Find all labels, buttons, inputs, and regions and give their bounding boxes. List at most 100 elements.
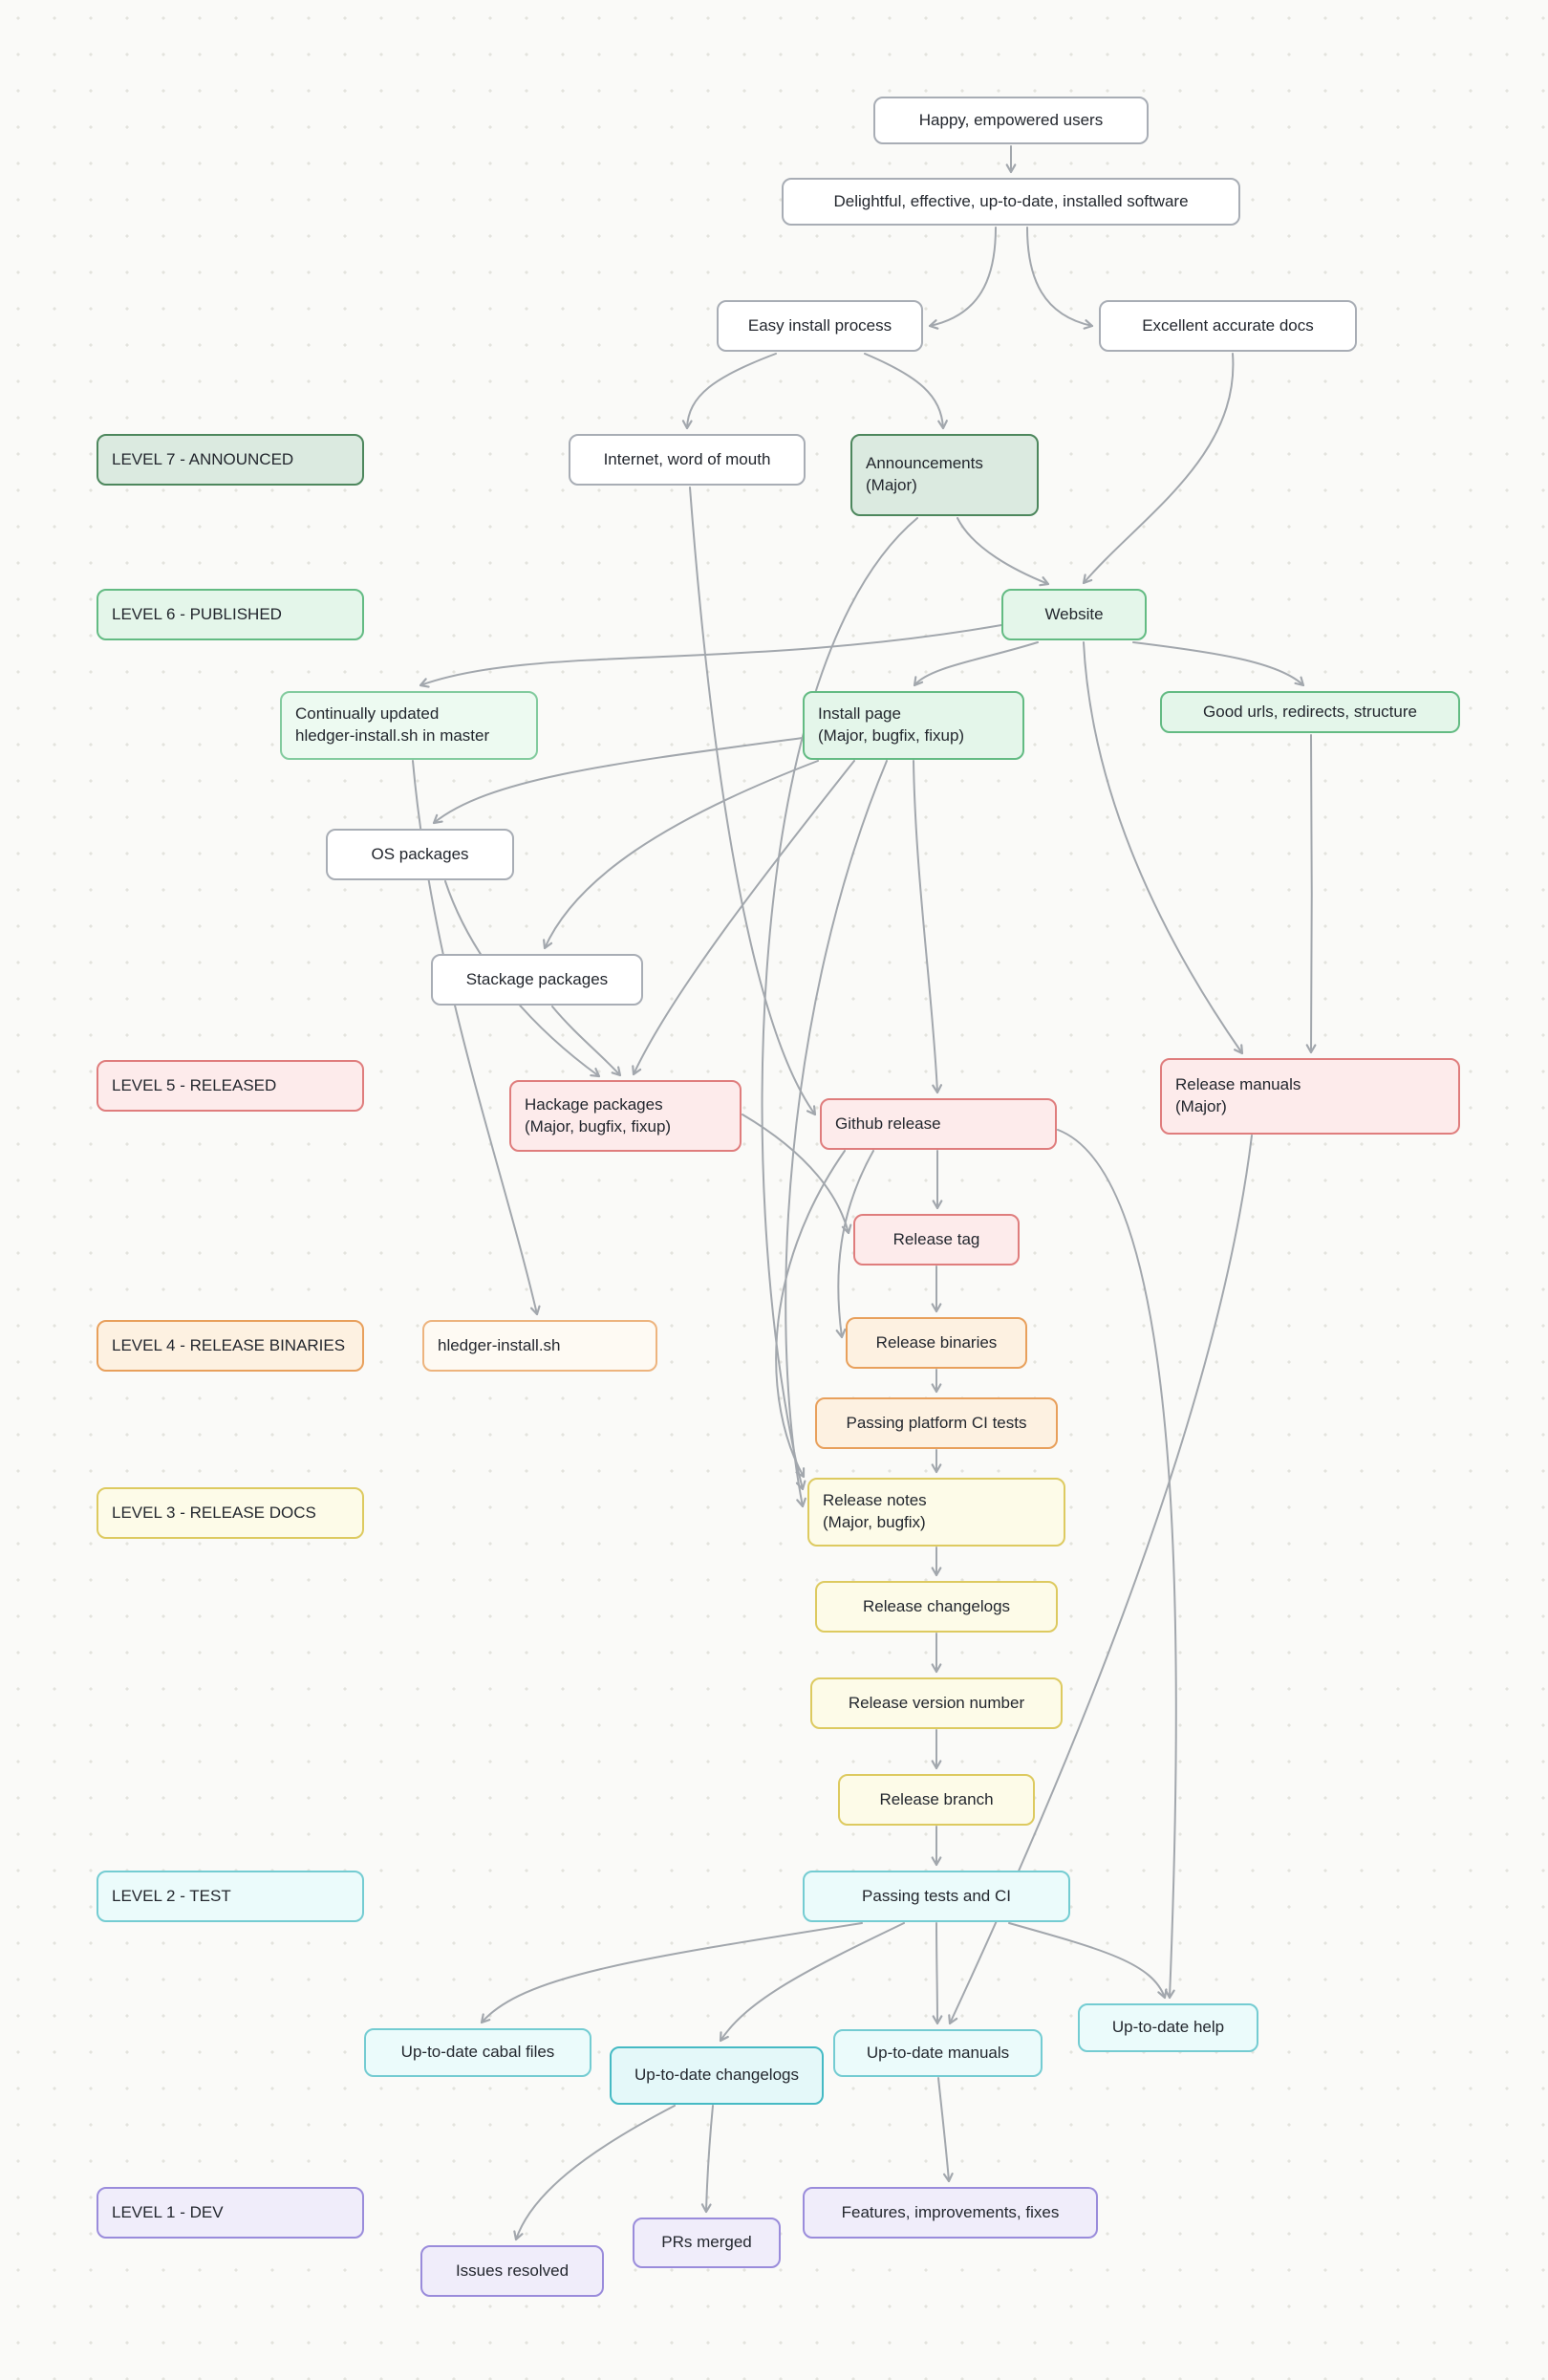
edge-delightful-software-to-easy-install [928,227,997,330]
issues-resolved: Issues resolved [420,2245,604,2297]
delightful-software: Delightful, effective, up-to-date, insta… [782,178,1240,226]
node-text: Passing platform CI tests [846,1413,1027,1432]
level-2-label: LEVEL 2 - TEST [97,1871,364,1922]
passing-tests-ci: Passing tests and CI [803,1871,1070,1922]
install-page: Install page (Major, bugfix, fixup) [803,691,1024,760]
announcements: Announcements (Major) [850,434,1039,516]
release-branch: Release branch [838,1774,1035,1826]
level-4-label: LEVEL 4 - RELEASE BINARIES [97,1320,364,1372]
edge-passing-tests-ci-to-utd-changelogs [719,1922,905,2043]
node-text: Good urls, redirects, structure [1203,702,1417,721]
edge-website-to-continually-updated [419,624,1002,688]
prs-merged: PRs merged [633,2218,781,2268]
node-text: Easy install process [747,315,892,335]
edge-install-page-to-release-notes [785,760,888,1508]
passing-platform-ci: Passing platform CI tests [815,1397,1058,1449]
level-3-label: LEVEL 3 - RELEASE DOCS [97,1487,364,1539]
node-text: Up-to-date help [1111,2018,1225,2037]
node-text: Excellent accurate docs [1142,315,1314,335]
edge-passing-tests-ci-to-utd-help [1008,1922,1168,2000]
node-text: PRs merged [661,2233,752,2252]
os-packages: OS packages [326,829,514,880]
edge-release-manuals-to-utd-manuals [948,1135,1253,2025]
edge-install-page-to-stackage-packages [543,760,819,950]
node-text: Issues resolved [455,2261,570,2280]
edge-install-page-to-hackage-packages [632,760,855,1076]
edge-easy-install-to-announcements [864,353,948,430]
node-text: Release manuals [1175,1075,1301,1094]
edge-easy-install-to-internet-wom [681,353,777,430]
node-text: Install page [818,704,901,724]
utd-manuals: Up-to-date manuals [833,2029,1043,2077]
node-text: Happy, empowered users [918,110,1104,129]
edge-internet-wom-to-github-release [689,487,817,1116]
github-release: Github release [820,1098,1057,1150]
edge-passing-tests-ci-to-utd-manuals [932,1922,943,2025]
stackage-packages: Stackage packages [431,954,643,1006]
edge-delightful-software-to-excellent-docs [1026,227,1094,330]
node-text: Release branch [879,1789,994,1808]
edge-install-page-to-github-release [913,760,943,1094]
node-text: Up-to-date changelogs [634,2066,799,2085]
website: Website [1001,589,1147,640]
node-text: hledger-install.sh [438,1335,561,1354]
node-text: Passing tests and CI [862,1886,1011,1905]
node-text: LEVEL 4 - RELEASE BINARIES [112,1335,346,1354]
node-text: (Major, bugfix, fixup) [818,726,965,745]
utd-changelogs: Up-to-date changelogs [610,2046,824,2105]
edge-announcements-to-website [957,517,1050,587]
node-text: hledger-install.sh in master [295,726,490,745]
happy-users: Happy, empowered users [873,97,1149,144]
node-text: LEVEL 1 - DEV [112,2202,224,2221]
node-text: Continually updated [295,704,440,724]
release-binaries: Release binaries [846,1317,1027,1369]
edge-hackage-packages-to-release-tag [742,1114,852,1235]
edge-install-page-to-os-packages [432,737,804,825]
node-text: Release notes [823,1491,927,1510]
node-text: (Major, bugfix) [823,1513,926,1531]
edge-announcements-to-release-notes [761,517,918,1491]
edge-stackage-packages-to-hackage-packages [551,1006,622,1077]
features-improvements-fixes: Features, improvements, fixes [803,2187,1098,2239]
edge-utd-changelogs-to-prs-merged [700,2105,714,2214]
level-6-label: LEVEL 6 - PUBLISHED [97,589,364,640]
release-changelogs: Release changelogs [815,1581,1058,1633]
level-1-label: LEVEL 1 - DEV [97,2187,364,2239]
continually-updated: Continually updated hledger-install.sh in… [280,691,538,760]
easy-install: Easy install process [717,300,923,352]
edge-github-release-to-release-notes [775,1150,846,1479]
node-text: Stackage packages [465,969,609,988]
node-text: (Major) [866,476,917,494]
node-text: OS packages [371,844,469,863]
node-text: Up-to-date manuals [866,2043,1010,2062]
node-text: Up-to-date cabal files [400,2043,555,2062]
edge-excellent-docs-to-website [1082,353,1235,585]
edge-good-urls-to-release-manuals [1305,734,1317,1054]
edge-website-to-release-manuals [1083,641,1244,1055]
node-text: (Major) [1175,1097,1227,1115]
node-text: Release binaries [875,1332,998,1352]
edge-github-release-to-utd-help [1057,1129,1177,2000]
hledger-install-sh: hledger-install.sh [422,1320,657,1372]
node-text: Announcements [866,454,983,473]
node-text: LEVEL 2 - TEST [112,1886,231,1905]
edge-utd-changelogs-to-issues-resolved [513,2105,676,2241]
node-text: Internet, word of mouth [603,449,771,468]
edge-github-release-to-release-binaries [835,1150,874,1339]
node-text: LEVEL 3 - RELEASE DOCS [112,1503,316,1522]
node-text: Delightful, effective, up-to-date, insta… [833,191,1189,210]
release-version-number: Release version number [810,1677,1063,1729]
utd-help: Up-to-date help [1078,2003,1258,2052]
release-notes: Release notes (Major, bugfix) [807,1478,1065,1547]
node-text: Hackage packages [525,1094,663,1114]
node-text: Release changelogs [862,1596,1011,1615]
node-text: Github release [835,1114,941,1133]
good-urls: Good urls, redirects, structure [1160,691,1460,733]
node-text: (Major, bugfix, fixup) [525,1116,672,1136]
node-text: Website [1044,604,1104,623]
hackage-packages: Hackage packages(Major, bugfix, fixup) [509,1080,742,1152]
node-text: LEVEL 6 - PUBLISHED [112,604,282,623]
node-text: LEVEL 5 - RELEASED [112,1075,277,1094]
